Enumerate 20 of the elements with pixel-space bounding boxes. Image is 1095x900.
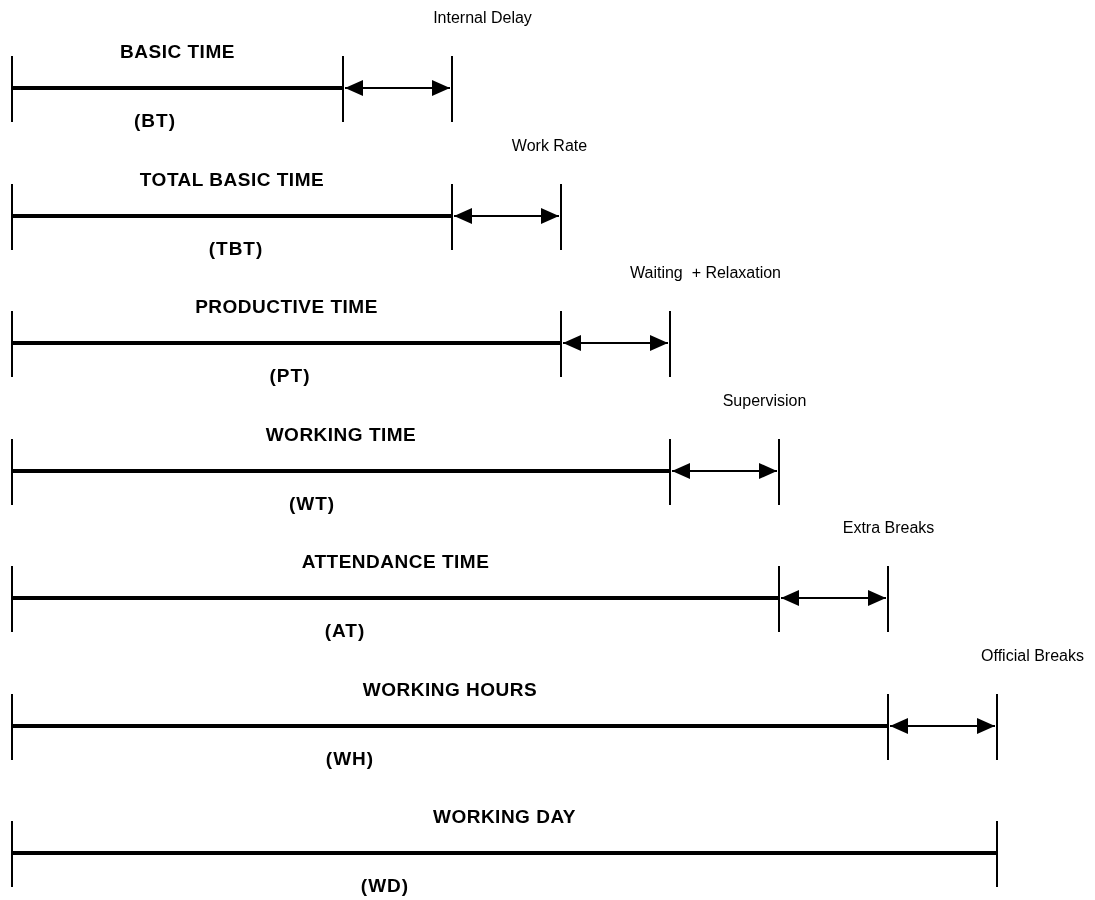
bar-abbreviation: (TBT) (208, 237, 264, 260)
bar-abbreviation: (PT) (269, 365, 311, 387)
bar-title: WORKING HOURS (361, 677, 539, 702)
allowance-label: Internal Delay (433, 8, 532, 28)
allowance-label: Work Rate (511, 135, 588, 156)
allowance-label: Supervision (722, 390, 807, 411)
allowance-label: Extra Breaks (842, 518, 935, 538)
bar-abbreviation: (BT) (134, 110, 176, 132)
bar-abbreviation: (WT) (288, 492, 336, 515)
bar-abbreviation: (AT) (324, 620, 366, 642)
bar-title: TOTAL BASIC TIME (138, 167, 326, 192)
bar-title: WORKING TIME (264, 422, 418, 447)
allowance-label: Waiting + Relaxation (630, 263, 781, 283)
bar-title: ATTENDANCE TIME (300, 550, 491, 574)
bar-title: PRODUCTIVE TIME (194, 295, 379, 319)
bar-abbreviation: (WH) (325, 747, 375, 770)
bar-title: WORKING DAY (431, 805, 578, 829)
bar-title: BASIC TIME (119, 40, 236, 64)
bar-abbreviation: (WD) (360, 875, 410, 897)
allowance-label: Official Breaks (981, 645, 1084, 666)
